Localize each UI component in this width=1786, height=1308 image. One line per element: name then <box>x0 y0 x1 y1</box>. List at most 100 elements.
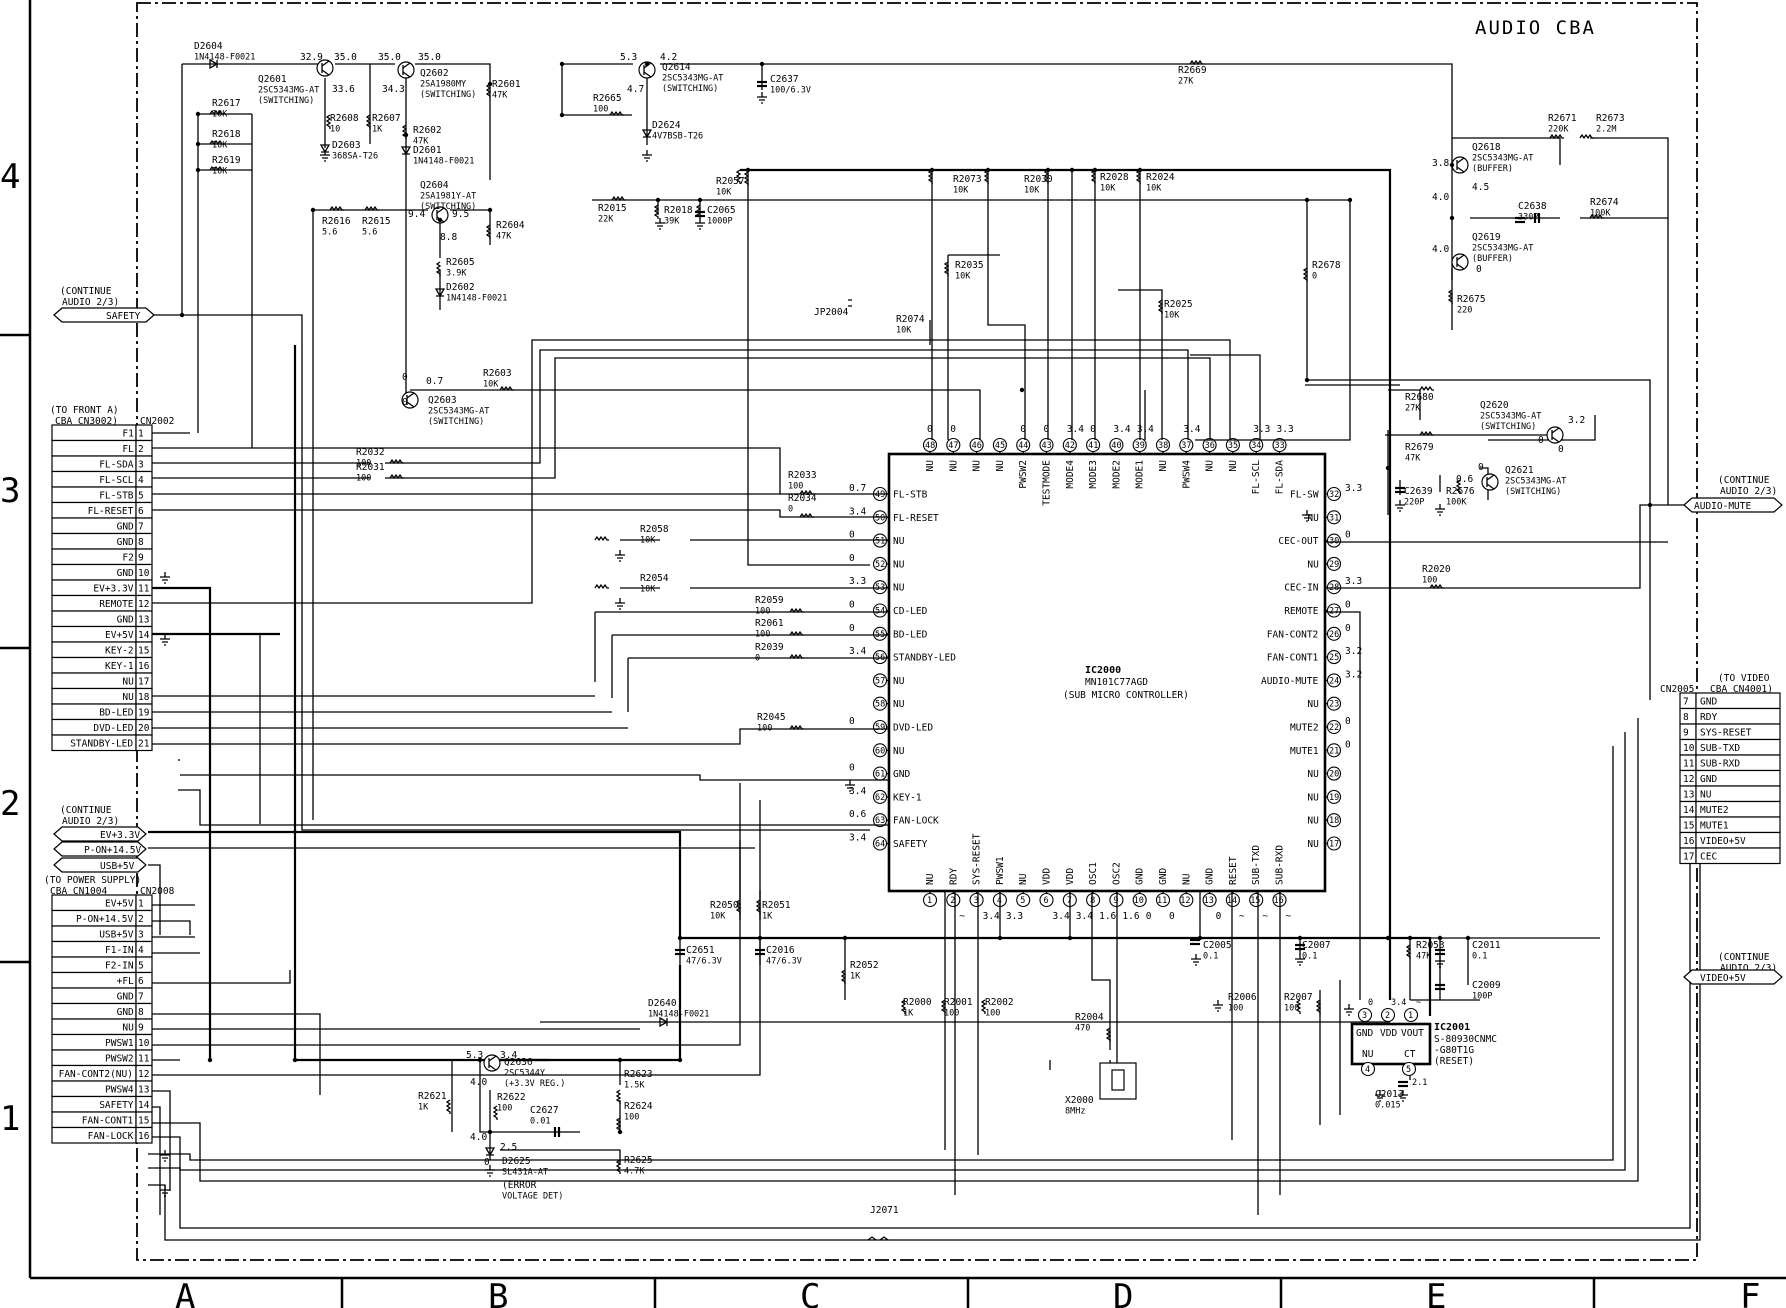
resistor <box>940 999 947 1014</box>
ic2000-pin-name: DVD-LED <box>893 723 933 734</box>
ic2000-pin-number: 39 <box>1135 441 1145 451</box>
component-label: 368SA-T26 <box>332 152 378 162</box>
voltage-reading: 4.0 <box>1432 244 1449 255</box>
transistor <box>397 61 415 79</box>
component-label: 470 <box>1075 1024 1090 1034</box>
ic2000-pin-voltage: 3.4 <box>849 786 866 797</box>
junction-dot <box>1304 197 1310 203</box>
resistor <box>743 171 750 186</box>
junction-dot <box>1347 197 1353 203</box>
grid-col-b: B <box>488 1277 508 1308</box>
ic2000-pin-voltage: 0 <box>1345 739 1351 750</box>
ic2000-pin-circle <box>872 813 888 828</box>
component-label: 10K <box>212 167 228 177</box>
cn2002-ref: CN2002 <box>140 416 174 427</box>
ic2000-pin-name: BD-LED <box>893 629 928 640</box>
ic2000-pin-name: FAN-CONT1 <box>1267 653 1319 664</box>
ic2000-pin-number: 9 <box>1113 896 1118 906</box>
ic2000-pin-name: GND <box>1205 868 1216 885</box>
junction-dot <box>985 167 991 173</box>
component-label: R2619 <box>212 155 241 166</box>
voltage-reading: 35.0 <box>378 52 401 63</box>
connector-pin-number: 14 <box>138 630 150 641</box>
ic2000-pin-name: KEY-1 <box>893 792 922 803</box>
resistor <box>1429 583 1444 590</box>
connector-pin-name: FL-SDA <box>99 460 134 471</box>
junction-dot <box>559 112 565 118</box>
ic2000-pin-number: 48 <box>925 441 935 451</box>
ic2000-pin-circle <box>992 437 1007 453</box>
ic2000-pin-name: NU <box>1205 460 1216 472</box>
component-label: 100 <box>1228 1004 1243 1014</box>
ground-symbol <box>160 572 170 584</box>
component-label: R2006 <box>1228 992 1257 1003</box>
connector-pin-number: 14 <box>138 1100 150 1111</box>
ic2000-pin-name: NU <box>893 583 905 594</box>
component-label: C2638 <box>1518 201 1547 212</box>
transistor <box>1481 473 1499 491</box>
voltage-reading: 3.4 <box>500 1050 517 1061</box>
ic2000-pin-name: GND <box>893 769 910 780</box>
ic2000-pin-number: 20 <box>1329 770 1339 780</box>
component-label: D2601 <box>413 145 442 156</box>
ic2000-pin-voltage: 0 <box>1020 424 1026 435</box>
voltage-reading: 4.5 <box>1472 182 1489 193</box>
component-label: C2013 <box>1375 1089 1404 1100</box>
connector-pin-name: GND <box>117 992 134 1003</box>
ic2000-pin-circle <box>1155 437 1171 453</box>
connector-pin-name: GND <box>117 522 134 533</box>
connector-pin-name: KEY-1 <box>105 661 134 672</box>
component-label: R2676 <box>1446 486 1475 497</box>
component-label: (SWITCHING) <box>428 417 484 427</box>
component-label: R2000 <box>903 997 932 1008</box>
component-label: R2601 <box>492 79 521 90</box>
ic2000-pin-name: NU <box>1018 873 1029 885</box>
connector-pin-number: 12 <box>138 1069 149 1080</box>
junction-dot <box>677 935 683 941</box>
component-label: 1K <box>762 912 773 922</box>
resistor <box>943 261 950 276</box>
component-label: 1K <box>903 1009 914 1019</box>
ic2000-pin-name: STANDBY-LED <box>893 653 956 664</box>
ic2000-ref: IC2000 <box>1085 665 1121 676</box>
junction-dot <box>1407 935 1413 941</box>
diode <box>659 1016 669 1028</box>
grid-row-1: 1 <box>0 1099 20 1139</box>
ic2001-volt-3: 2.1 <box>1412 1078 1427 1088</box>
resistor <box>789 724 804 731</box>
component-label: 1K <box>850 972 861 982</box>
ground-symbol <box>320 150 330 162</box>
flag-video5v-head-2: AUDIO 2/3) <box>1720 963 1777 974</box>
component-label: R2059 <box>755 595 784 606</box>
connector-pin-name: F1 <box>122 429 134 440</box>
connector-pin-number: 7 <box>138 522 144 533</box>
ic2000-pin-voltage: 3.4 <box>849 833 866 844</box>
component-label: 100 <box>788 482 803 492</box>
ic2000-pin-number: 36 <box>1205 441 1215 451</box>
voltage-reading: 33.6 <box>332 84 355 95</box>
connector-pin-name: FL <box>122 444 134 455</box>
ic2001-volt-1: 3.4 <box>1391 998 1406 1008</box>
component-label: R2033 <box>788 470 817 481</box>
component-label: C2637 <box>770 74 799 85</box>
ic2001-pin-vout: VOUT <box>1401 1028 1424 1039</box>
component-label: 1K <box>372 125 383 135</box>
voltage-reading: 3.2 <box>1568 415 1585 426</box>
ic2000-pin-circle <box>1086 892 1101 908</box>
resistor <box>329 205 344 212</box>
ic2000-pin-name: SUB-TXD <box>1251 845 1262 885</box>
ground-symbol <box>485 1165 495 1177</box>
component-label: 100K <box>1590 209 1611 219</box>
component-label: 10K <box>212 141 228 151</box>
ic2000-pin-name: GND <box>1135 868 1146 885</box>
component-label: 47K <box>413 137 429 147</box>
ground-symbol <box>695 218 705 230</box>
grid-row-3: 3 <box>0 471 20 511</box>
ic2000-pin-number: 15 <box>1250 896 1260 906</box>
voltage-reading: 8.8 <box>440 232 457 243</box>
connector-pin-number: 9 <box>138 1023 144 1034</box>
connector-pin-number: 2 <box>138 914 144 925</box>
